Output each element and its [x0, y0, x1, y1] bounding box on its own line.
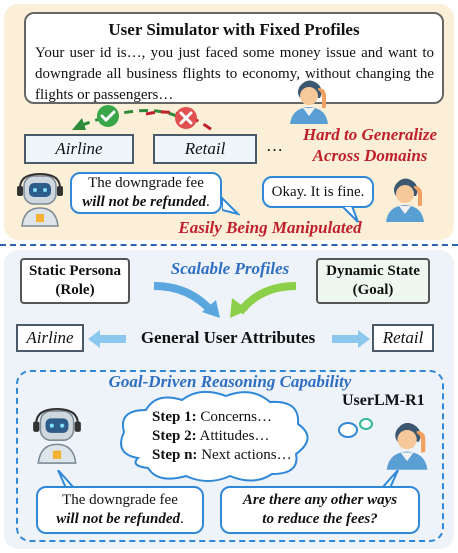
- top-bot-bubble-line2: will not be refunded: [82, 194, 206, 210]
- static-persona-box: Static Persona (Role): [20, 258, 130, 304]
- goal-driven-label: Goal-Driven Reasoning Capability: [108, 372, 352, 391]
- bottom-user-bubble-line2: to reduce the fees?: [262, 511, 378, 527]
- right-arrow: [332, 330, 370, 348]
- hard-to-generalize-label: Hard to Generalize Across Domains: [290, 124, 450, 166]
- goal-driven-frame: [16, 370, 444, 542]
- converging-arrows: [153, 282, 297, 318]
- top-domain-retail: Retail: [153, 134, 257, 164]
- top-user-bubble: Okay. It is fine.: [262, 176, 374, 208]
- manipulated-label: Easily Being Manipulated: [178, 218, 362, 237]
- user-avatar-icon: [290, 80, 328, 124]
- thought-cloud-icon: [120, 390, 309, 482]
- top-user-bubble-tail: [340, 206, 359, 223]
- scalable-profiles-label: Scalable Profiles: [170, 259, 290, 278]
- more-domains-ellipsis: …: [266, 136, 283, 155]
- top-domain-airline: Airline: [24, 134, 134, 164]
- check-icon: [97, 105, 119, 127]
- static-persona-line2: (Role): [55, 282, 95, 298]
- reasoning-step: Step 1: Concerns…: [152, 409, 272, 425]
- bottom-domain-airline: Airline: [16, 324, 84, 352]
- bottom-domain-retail: Retail: [372, 324, 434, 352]
- section-divider: [0, 244, 458, 246]
- bottom-bot-bubble-line2: will not be refunded: [56, 511, 180, 527]
- hard-to-generalize-line1: Hard to Generalize: [302, 125, 438, 144]
- bottom-user-bubble: Are there any other ways to reduce the f…: [220, 486, 420, 534]
- reasoning-steps: Step 1: Concerns… Step 2: Attitudes… Ste…: [152, 408, 322, 465]
- static-persona-line1: Static Persona: [28, 263, 122, 279]
- fixed-profile-box: User Simulator with Fixed Profiles Your …: [24, 12, 444, 104]
- user-avatar-icon: [386, 422, 428, 470]
- user-avatar-icon: [386, 178, 424, 222]
- robot-agent-icon: [33, 407, 81, 464]
- top-bot-bubble: The downgrade fee will not be refunded.: [70, 172, 222, 214]
- fixed-profile-text: Your user id is…, you just faced some mo…: [35, 45, 434, 103]
- hard-to-generalize-line2: Across Domains: [312, 146, 428, 165]
- reasoning-step: Step 2: Attitudes…: [152, 428, 270, 444]
- dynamic-state-line1: Dynamic State: [326, 263, 420, 279]
- top-bot-bubble-line1: The downgrade fee: [88, 175, 204, 191]
- reasoning-step: Step n: Next actions…: [152, 447, 292, 463]
- cross-icon: [175, 107, 197, 129]
- bottom-bot-bubble-line1: The downgrade fee: [62, 492, 178, 508]
- dynamic-state-line2: (Goal): [352, 282, 394, 298]
- thought-bubbles: [338, 418, 373, 438]
- bottom-user-bubble-line1: Are there any other ways: [242, 492, 398, 508]
- general-user-attributes: General User Attributes: [126, 322, 330, 354]
- model-name: UserLM-R1: [342, 392, 425, 409]
- left-arrow: [88, 330, 126, 348]
- fixed-profile-title: User Simulator with Fixed Profiles: [108, 20, 360, 39]
- bottom-bot-bubble: The downgrade fee will not be refunded.: [36, 486, 204, 534]
- top-bot-bubble-tail: [222, 196, 240, 216]
- dynamic-state-box: Dynamic State (Goal): [316, 258, 430, 304]
- robot-agent-icon: [17, 172, 63, 227]
